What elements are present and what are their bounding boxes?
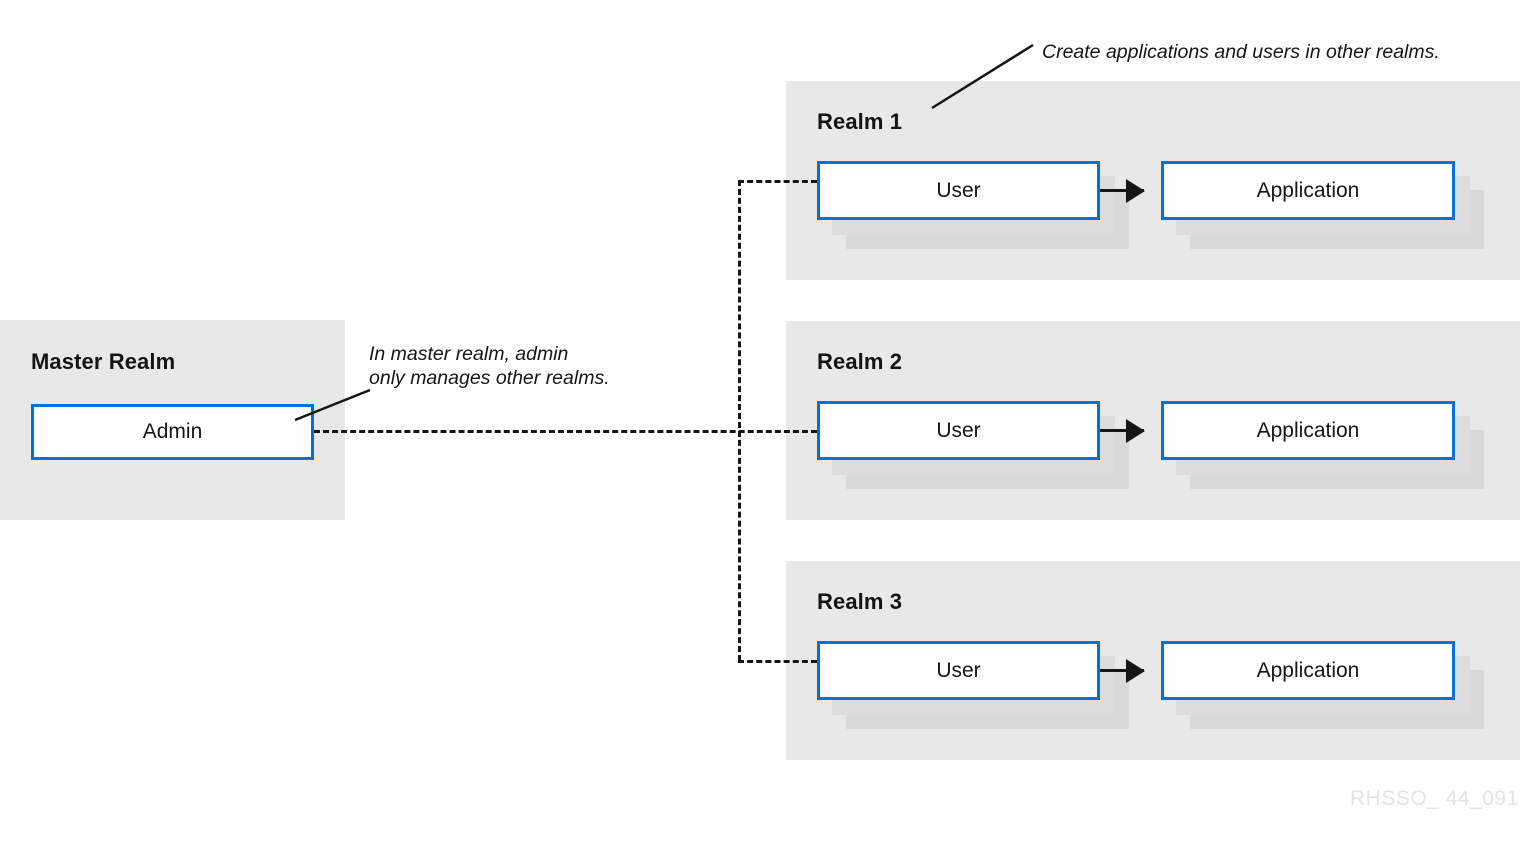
watermark-label: RHSSO_ 44_0919 [1350,787,1520,810]
realm-1-user-box-group: User [817,161,1129,249]
realm-2-user-box-group: User [817,401,1129,489]
realm-2-user-to-application-arrow [1100,429,1144,432]
master-realm-label: Master Realm [31,349,176,374]
realm-2-application-box[interactable]: Application [1161,401,1455,460]
realm-1-user-to-application-arrow [1100,189,1144,192]
master-realm-note: In master realm, admin only manages othe… [369,343,610,389]
realm-3-application-box-group: Application [1161,641,1484,729]
admin-box[interactable]: Admin [31,404,314,460]
admin-box-group: Admin [31,404,314,460]
realm-1-application-box[interactable]: Application [1161,161,1455,220]
realm-1-application-box-group: Application [1161,161,1484,249]
realm-1-branch-connector [738,180,817,183]
realm-3-label: Realm 3 [817,589,903,614]
realm-1-label: Realm 1 [817,109,903,134]
realm-3-user-box[interactable]: User [817,641,1100,700]
realm-3-application-box[interactable]: Application [1161,641,1455,700]
realm-note-leader-line [931,43,1034,110]
realm-2-application-box-group: Application [1161,401,1484,489]
realm-3-branch-connector [738,660,817,663]
realm-3-user-box-group: User [817,641,1129,729]
realms-trunk-connector [738,180,741,661]
realm-1-user-box[interactable]: User [817,161,1100,220]
realm-applications-note: Create applications and users in other r… [1042,41,1440,63]
realm-2-user-box[interactable]: User [817,401,1100,460]
admin-to-realms-connector [314,430,817,433]
realm-3-user-to-application-arrow [1100,669,1144,672]
realm-2-label: Realm 2 [817,349,903,374]
master-note-leader-line [294,388,371,422]
